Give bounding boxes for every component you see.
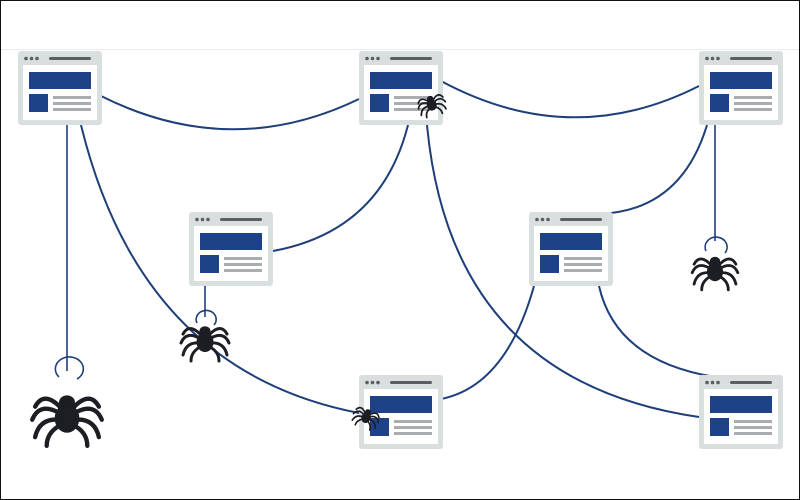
browser-window-icon bbox=[189, 212, 273, 286]
silk-loop-top-right bbox=[704, 236, 728, 254]
browser-window-icon bbox=[699, 375, 783, 449]
link-top-center-to-top-right bbox=[440, 80, 700, 119]
spider-icon bbox=[32, 395, 102, 445]
link-top-center-to-middle-left bbox=[272, 124, 409, 252]
link-top-right-to-middle-right bbox=[598, 124, 708, 215]
browser-window-icon bbox=[18, 51, 102, 125]
link-top-left-to-bottom-center bbox=[80, 124, 360, 414]
link-middle-right-to-bottom-center bbox=[440, 285, 535, 400]
link-top-center-to-bottom-right bbox=[426, 124, 700, 418]
silk-loop-top-left bbox=[54, 356, 85, 380]
link-top-left-to-top-center bbox=[100, 95, 360, 131]
browser-window-icon bbox=[359, 375, 443, 449]
top-strip bbox=[1, 1, 799, 50]
browser-window-icon bbox=[529, 212, 613, 286]
browser-window-icon bbox=[359, 51, 443, 125]
link-middle-right-to-bottom-right bbox=[598, 285, 716, 378]
spider-icon bbox=[690, 255, 740, 292]
silk-loop-middle-left bbox=[195, 309, 217, 326]
browser-window-icon bbox=[699, 51, 783, 125]
